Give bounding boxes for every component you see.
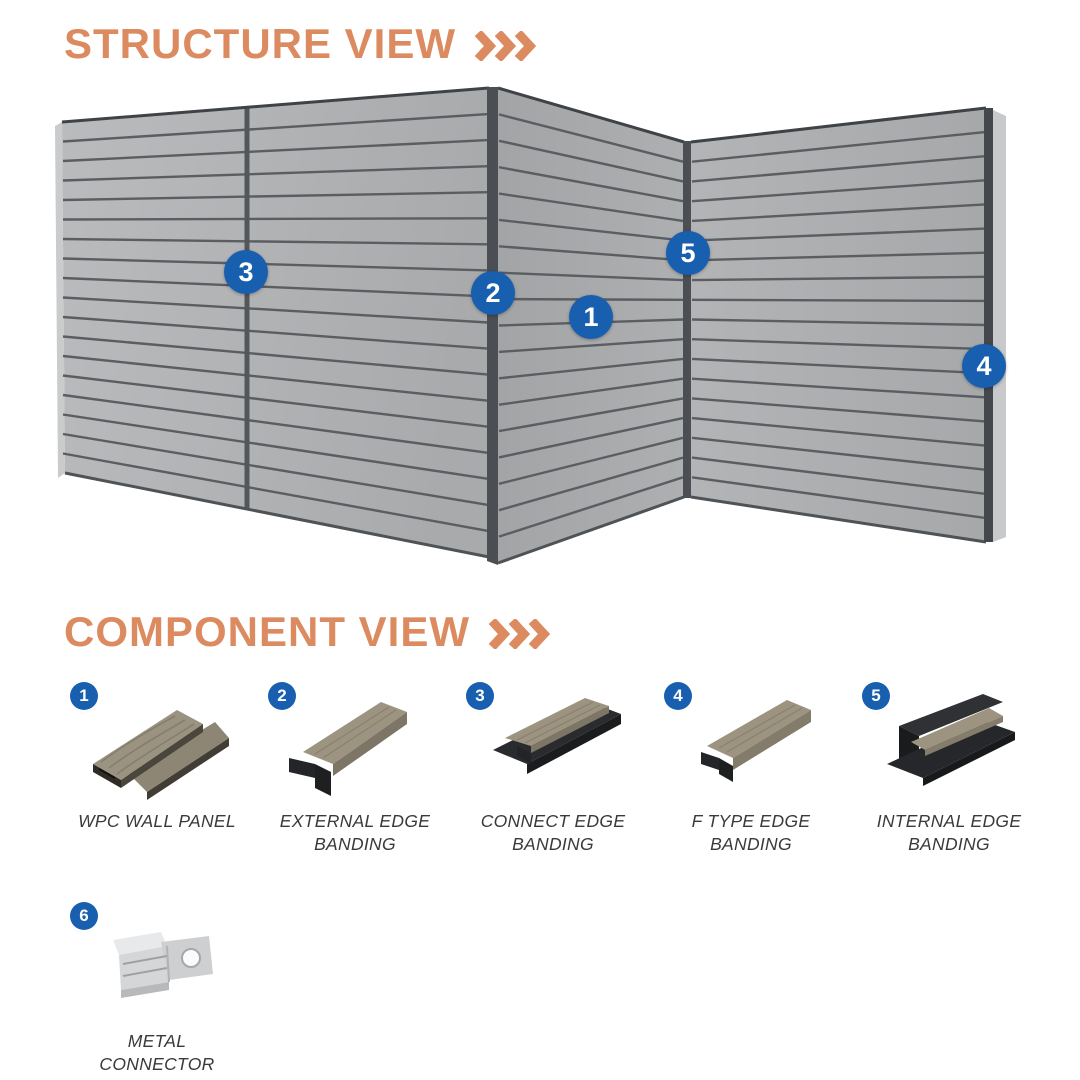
wpc-wall-panel-icon — [93, 710, 229, 800]
component-item-6: 6 METAL CONNECTOR — [58, 896, 256, 1076]
component-section-header: COMPONENT VIEW — [64, 608, 554, 656]
component-label-6: METAL CONNECTOR — [99, 1031, 215, 1074]
connect-edge-banding-icon — [493, 698, 621, 774]
component-row-1: 1 WPC WALL PANEL 2 — [58, 676, 1048, 856]
wall-panel-a — [62, 88, 489, 557]
external-corner-post — [487, 87, 498, 565]
component-section-title: COMPONENT VIEW — [64, 608, 471, 655]
chevrons-icon — [488, 619, 554, 649]
structure-section-header: STRUCTURE VIEW — [64, 20, 540, 68]
structure-marker-5: 5 — [666, 231, 710, 275]
component-item-1: 1 WPC WALL PANEL — [58, 676, 256, 856]
chevrons-icon — [474, 31, 540, 61]
component-badge-3: 3 — [466, 682, 494, 710]
structure-marker-1: 1 — [569, 295, 613, 339]
internal-edge-banding-icon — [887, 694, 1015, 786]
metal-connector-icon — [113, 932, 213, 998]
wall-right-side-face — [993, 110, 1006, 542]
structure-marker-4: 4 — [962, 344, 1006, 388]
component-badge-2: 2 — [268, 682, 296, 710]
panel-slat-grooves — [62, 112, 986, 538]
component-label-4: F TYPE EDGE BANDING — [691, 811, 811, 854]
component-row-2: 6 METAL CONNECTOR — [58, 896, 256, 1076]
component-item-2: 2 EXTERNAL EDGE BANDING — [256, 676, 454, 856]
structure-view-diagram: 1 2 3 4 5 — [0, 85, 1080, 605]
component-item-4: 4 F TYPE EDGE BANDING — [652, 676, 850, 856]
structure-marker-2: 2 — [471, 271, 515, 315]
right-edge-post — [984, 108, 993, 542]
component-label-2: EXTERNAL EDGE BANDING — [279, 811, 431, 854]
component-item-3: 3 CONNECT EDGE BANDING — [454, 676, 652, 856]
component-label-3: CONNECT EDGE BANDING — [480, 811, 626, 854]
component-item-5: 5 INTERNAL EDGE BANDING — [850, 676, 1048, 856]
internal-corner-post — [683, 141, 691, 498]
structure-marker-3: 3 — [224, 250, 268, 294]
structure-svg — [55, 86, 1006, 565]
component-label-1: WPC WALL PANEL — [78, 811, 236, 831]
component-badge-6: 6 — [70, 902, 98, 930]
f-type-edge-banding-icon — [701, 700, 811, 782]
component-badge-5: 5 — [862, 682, 890, 710]
wall-left-side-face — [55, 122, 65, 478]
external-edge-banding-icon — [289, 702, 407, 796]
component-badge-1: 1 — [70, 682, 98, 710]
component-badge-4: 4 — [664, 682, 692, 710]
component-label-5: INTERNAL EDGE BANDING — [876, 811, 1022, 854]
structure-section-title: STRUCTURE VIEW — [64, 20, 456, 67]
